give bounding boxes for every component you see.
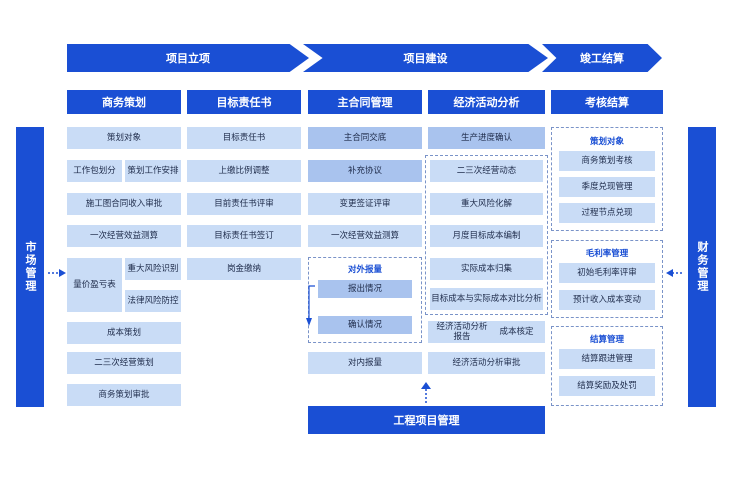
- box-second-dynamics: 二三次经营动态: [430, 160, 543, 182]
- box-biz-approval: 商务策划审批: [67, 384, 181, 406]
- header-target-responsibility: 目标责任书: [187, 90, 301, 114]
- finance-management-bar: 财务管理: [688, 127, 716, 407]
- box-analysis-approval: 经济活动分析审批: [428, 352, 545, 374]
- box-once-benefit: 一次经营效益测算: [67, 225, 181, 247]
- box-monthly-cost: 月度目标成本编制: [430, 225, 543, 247]
- left-dotted-arrow: [48, 262, 66, 277]
- header-economic-analysis: 经济活动分析: [428, 90, 545, 114]
- phase-label: 竣工结算: [580, 52, 624, 65]
- box-node-cash: 过程节点兑现: [559, 203, 655, 223]
- box-biz-plan-assess: 商务策划考核: [559, 151, 655, 171]
- external-report-title: 对外报量: [347, 265, 382, 275]
- engineering-management-bar: 工程项目管理: [308, 406, 545, 434]
- box-income-change: 预计收入成本变动: [559, 290, 655, 310]
- assessment-group-1: [551, 127, 663, 231]
- phase-arrow-initiation: 项目立项: [67, 44, 309, 72]
- header-assessment-settlement: 考核结算: [551, 90, 663, 114]
- box-major-risk: 重大风险识别: [125, 258, 181, 280]
- box-deposit-pay: 岗金缴纳: [187, 258, 301, 280]
- box-internal-report: 对内报量: [308, 352, 422, 374]
- header-main-contract: 主合同管理: [308, 90, 422, 114]
- assessment-group-3-title: 结算管理: [589, 335, 624, 345]
- box-gross-review: 初始毛利率评审: [559, 263, 655, 283]
- box-quarter-cash: 季度兑现管理: [559, 177, 655, 197]
- right-dotted-arrow: [666, 262, 684, 277]
- box-cost-check: 成本核定: [488, 321, 545, 343]
- assessment-group-1-title: 策划对象: [589, 137, 624, 147]
- box-target-letter: 目标责任书: [187, 127, 301, 149]
- box-risk-resolve: 重大风险化解: [430, 193, 543, 215]
- box-plan-object: 策划对象: [67, 127, 181, 149]
- box-confirm-situation: 确认情况: [318, 316, 412, 334]
- box-letter-sign: 目标责任书签订: [187, 225, 301, 247]
- box-supplement: 补充协议: [308, 160, 422, 182]
- box-actual-cost: 实际成本归集: [430, 258, 543, 280]
- assessment-group-2-title: 毛利率管理: [585, 249, 629, 259]
- box-analysis-report: 经济活动分析报告: [428, 321, 496, 343]
- engineering-management-label: 工程项目管理: [393, 414, 460, 427]
- box-second-plan: 二三次经营策划: [67, 352, 181, 374]
- box-settle-follow: 结算跟进管理: [559, 349, 655, 369]
- box-cost-plan: 成本策划: [67, 322, 181, 344]
- assessment-group-3: [551, 326, 663, 406]
- econ-dashed-group: [425, 155, 548, 315]
- box-profit-loss: 量价盈亏表: [67, 258, 122, 312]
- box-work-package: 工作包划分: [67, 160, 122, 182]
- box-once-benefit-2: 一次经营效益测算: [308, 225, 422, 247]
- down-arrow: [305, 282, 317, 328]
- phase-arrow-settlement: 竣工结算: [542, 44, 662, 72]
- box-progress-confirm: 生产进度确认: [428, 127, 545, 149]
- box-ratio-adjust: 上缴比例调整: [187, 160, 301, 182]
- market-management-bar: 市场管理: [16, 127, 44, 407]
- phase-arrow-construction: 项目建设: [303, 44, 548, 72]
- box-settle-reward: 结算奖励及处罚: [559, 376, 655, 396]
- phase-label: 项目建设: [403, 52, 448, 65]
- assessment-group-2: [551, 240, 663, 318]
- box-change-review: 变更签证评审: [308, 193, 422, 215]
- box-current-review: 目前责任书评审: [187, 193, 301, 215]
- box-contract-handover: 主合同交底: [308, 127, 422, 149]
- box-work-arrange: 策划工作安排: [125, 160, 181, 182]
- box-report-situation: 报出情况: [318, 280, 412, 298]
- market-management-label: 市场管理: [24, 241, 37, 293]
- header-business-plan: 商务策划: [67, 90, 181, 114]
- phase-label: 项目立项: [166, 52, 210, 65]
- box-drawing-income: 施工图合同收入审批: [67, 193, 181, 215]
- finance-management-label: 财务管理: [696, 241, 709, 293]
- box-legal-risk: 法律风险防控: [125, 290, 181, 312]
- up-dotted-arrow: [421, 382, 431, 404]
- box-cost-compare: 目标成本与实际成本对比分析: [430, 288, 543, 310]
